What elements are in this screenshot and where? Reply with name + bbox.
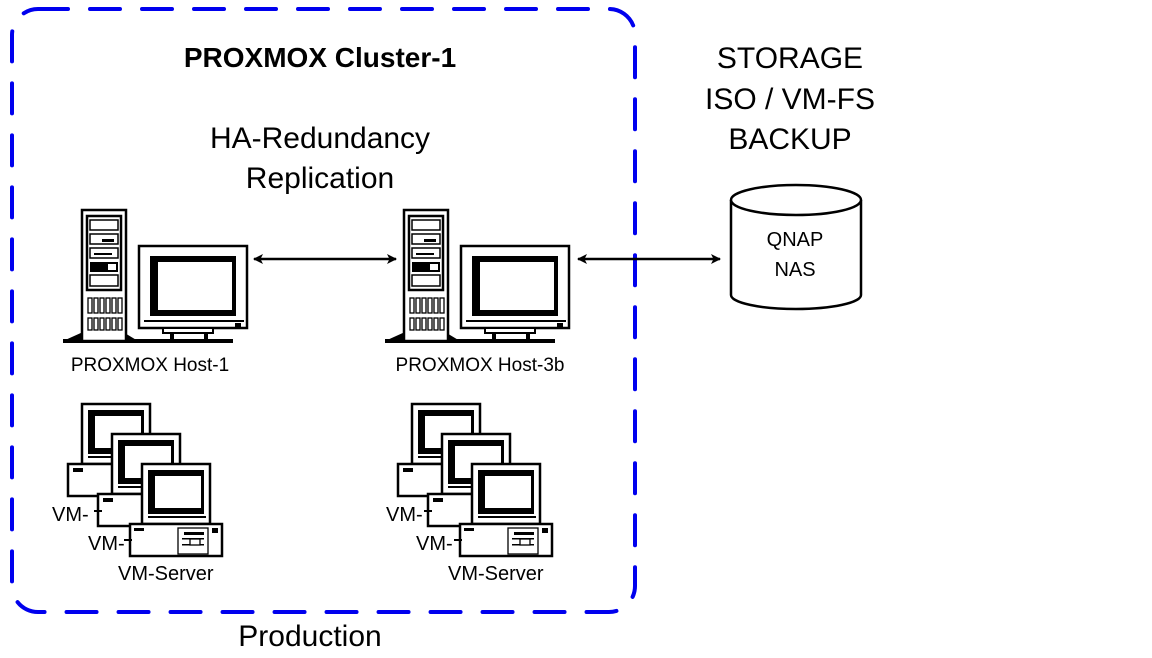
storage-heading-line2: ISO / VM-FS bbox=[704, 83, 875, 116]
nas-label-line1: QNAP bbox=[766, 229, 824, 251]
host-label: PROXMOX Host-3b bbox=[395, 355, 565, 376]
server-workstation-icon[interactable] bbox=[61, 208, 249, 345]
server-workstation-icon[interactable] bbox=[383, 208, 571, 345]
cluster-title: PROXMOX Cluster-1 bbox=[183, 42, 457, 73]
vm-label: VM- bbox=[52, 504, 89, 526]
cluster-subtitle-line2: Replication bbox=[245, 162, 395, 195]
nas-label-line2: NAS bbox=[774, 259, 816, 281]
vm-server-label: VM-Server bbox=[448, 563, 544, 585]
vm-label: VM- bbox=[88, 533, 125, 555]
cluster-boundary bbox=[10, 7, 637, 614]
host-label: PROXMOX Host-1 bbox=[70, 355, 230, 376]
cluster-subtitle-line1: HA-Redundancy bbox=[209, 122, 431, 155]
storage-heading-line1: STORAGE bbox=[716, 42, 864, 75]
storage-heading-line3: BACKUP bbox=[728, 123, 852, 156]
zone-label: Production bbox=[238, 620, 382, 653]
database-cylinder-icon[interactable] bbox=[729, 183, 863, 311]
vm-server-label: VM-Server bbox=[118, 563, 214, 585]
vm-label: VM- bbox=[386, 504, 423, 526]
vm-label: VM- bbox=[416, 533, 453, 555]
